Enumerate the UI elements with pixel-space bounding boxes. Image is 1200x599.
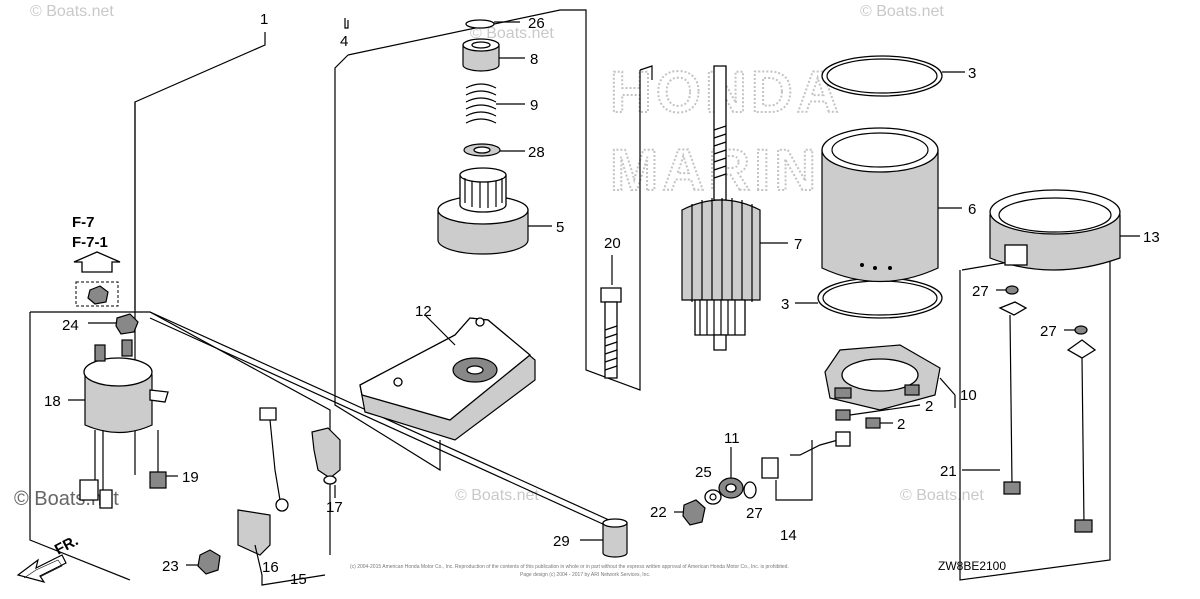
callout-labels: 1 4 26 8 9 28 5 20 12 7 3 6 13 3 27 27 1… bbox=[44, 11, 1160, 588]
brand-watermark: MARINE bbox=[610, 138, 863, 203]
part-collar-8 bbox=[462, 38, 525, 72]
callout-6: 6 bbox=[968, 201, 976, 218]
part-nut-11 bbox=[718, 447, 744, 499]
part-end-cover-12 bbox=[359, 314, 536, 441]
callout-2: 2 bbox=[897, 416, 905, 433]
callout-15: 15 bbox=[290, 571, 307, 588]
callout-16: 16 bbox=[262, 559, 279, 576]
reference-arrow: F-7 F-7-1 bbox=[72, 214, 121, 307]
callout-27: 27 bbox=[1040, 323, 1057, 340]
part-nut-24 bbox=[88, 313, 139, 335]
part-yoke-6 bbox=[821, 127, 962, 283]
part-armature-7 bbox=[681, 65, 788, 351]
part-o-ring-3 bbox=[795, 55, 965, 319]
watermark-text: © Boats.net bbox=[470, 25, 554, 42]
group-frame-4 bbox=[334, 9, 653, 472]
callout-14: 14 bbox=[780, 527, 797, 544]
callout-3: 3 bbox=[968, 65, 976, 82]
part-nut-23 bbox=[186, 549, 221, 575]
part-brush-holder-10 bbox=[824, 344, 956, 411]
callout-5: 5 bbox=[556, 219, 564, 236]
callout-9: 9 bbox=[530, 97, 538, 114]
callout-12: 12 bbox=[415, 303, 432, 320]
callout-19: 19 bbox=[182, 469, 199, 486]
part-spring-9 bbox=[465, 83, 525, 124]
callout-18: 18 bbox=[44, 393, 61, 410]
callout-28: 28 bbox=[528, 144, 545, 161]
part-cable-16 bbox=[237, 407, 326, 586]
callout-3: 3 bbox=[781, 296, 789, 313]
copyright-text: Page design (c) 2004 - 2017 by ARI Netwo… bbox=[520, 572, 650, 578]
part-washer-28 bbox=[463, 143, 525, 157]
callout-26: 26 bbox=[528, 15, 545, 32]
callout-7: 7 bbox=[794, 236, 802, 253]
diagram-code: ZW8BE2100 bbox=[938, 559, 1006, 573]
watermark-text: © Boats.net bbox=[900, 487, 984, 504]
callout-4: 4 bbox=[340, 33, 348, 50]
callout-11: 11 bbox=[724, 430, 740, 447]
group-frame-1 bbox=[134, 18, 349, 475]
callout-27: 27 bbox=[972, 283, 989, 300]
callout-27: 27 bbox=[746, 505, 763, 522]
front-direction-label: FR. bbox=[52, 532, 81, 558]
callout-24: 24 bbox=[62, 317, 79, 334]
part-snap-ring-26 bbox=[465, 19, 520, 29]
copyright-text: (c) 2004-2015 American Honda Motor Co., … bbox=[350, 564, 789, 570]
callout-29: 29 bbox=[553, 533, 570, 550]
reference-label-2: F-7-1 bbox=[72, 234, 108, 251]
callout-8: 8 bbox=[530, 51, 538, 68]
callout-20: 20 bbox=[604, 235, 621, 252]
reference-label-1: F-7 bbox=[72, 214, 95, 231]
part-washer-27 bbox=[996, 285, 1088, 335]
callout-21: 21 bbox=[940, 463, 957, 480]
part-solenoid-18 bbox=[68, 339, 169, 509]
callout-1: 1 bbox=[260, 11, 268, 28]
part-boot-17 bbox=[311, 427, 341, 498]
part-bolt-19 bbox=[149, 430, 178, 489]
callout-23: 23 bbox=[162, 558, 179, 575]
part-brush-lead-14 bbox=[761, 431, 851, 501]
callout-10: 10 bbox=[960, 387, 977, 404]
callout-2: 2 bbox=[925, 398, 933, 415]
part-bolt-20 bbox=[600, 255, 622, 379]
callout-13: 13 bbox=[1143, 229, 1160, 246]
part-cover-13 bbox=[989, 189, 1140, 271]
part-washer-25 bbox=[704, 489, 722, 505]
callout-22: 22 bbox=[650, 504, 667, 521]
part-nut-22 bbox=[674, 499, 706, 526]
footer: (c) 2004-2015 American Honda Motor Co., … bbox=[350, 559, 1006, 578]
part-pinion-5 bbox=[437, 167, 552, 255]
part-brush-2 bbox=[835, 404, 921, 429]
part-through-bolt-21 bbox=[962, 301, 1097, 533]
watermark-text: © Boats.net bbox=[860, 3, 944, 20]
part-collar-29 bbox=[580, 518, 628, 558]
callout-25: 25 bbox=[695, 464, 712, 481]
watermark-text: © Boats.net bbox=[30, 3, 114, 20]
part-washer-27 bbox=[743, 481, 757, 499]
watermark-text: © Boats.net bbox=[455, 487, 539, 504]
callout-17: 17 bbox=[326, 499, 343, 516]
